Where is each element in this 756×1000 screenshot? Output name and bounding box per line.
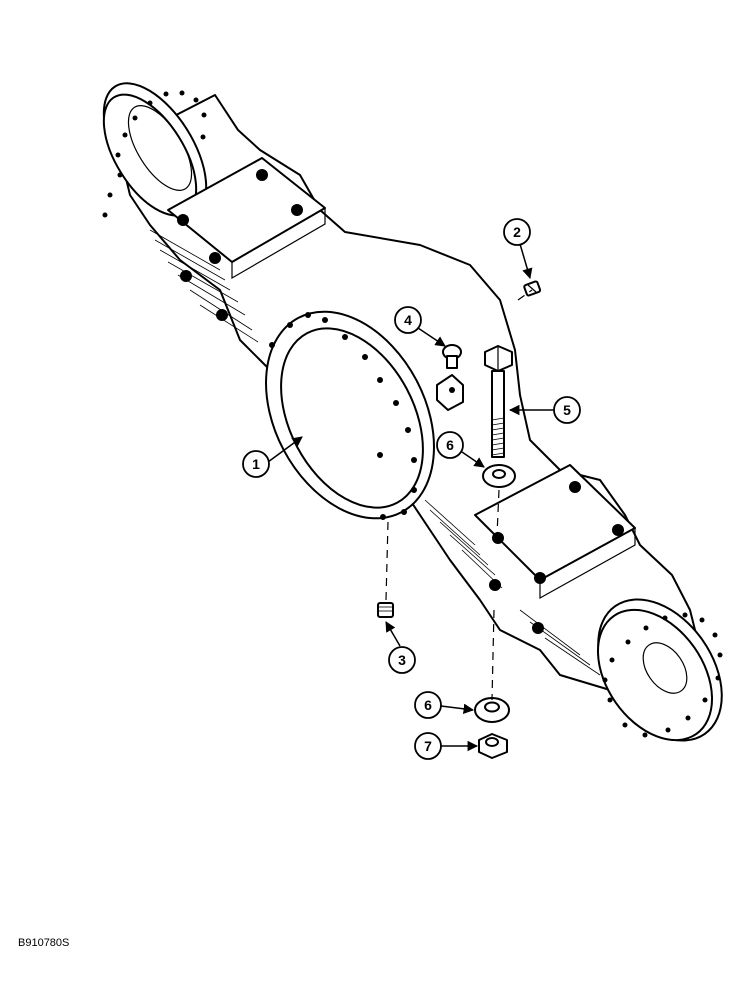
callout-label-6-upper: 6 bbox=[446, 437, 454, 453]
callout-2: 2 bbox=[503, 218, 533, 280]
figure-id: B910780S bbox=[18, 937, 69, 949]
axle-housing-drawing bbox=[102, 82, 723, 742]
callout-5: 5 bbox=[508, 396, 581, 424]
bolt bbox=[484, 345, 513, 458]
plug-top bbox=[523, 280, 542, 297]
plug-bottom bbox=[377, 602, 394, 618]
washer-lower bbox=[474, 697, 510, 723]
callout-3: 3 bbox=[385, 621, 416, 674]
breather bbox=[436, 344, 464, 411]
callout-4: 4 bbox=[394, 306, 446, 347]
shading-left bbox=[149, 229, 259, 343]
assembly-lines bbox=[385, 289, 533, 701]
callout-label-7: 7 bbox=[424, 738, 432, 754]
callout-7: 7 bbox=[414, 732, 479, 760]
callout-6-upper: 6 bbox=[436, 431, 485, 468]
callout-label-3: 3 bbox=[398, 652, 406, 668]
callout-6-lower: 6 bbox=[414, 691, 475, 719]
callout-label-6-lower: 6 bbox=[424, 697, 432, 713]
callout-label-4: 4 bbox=[404, 312, 412, 328]
callout-label-1: 1 bbox=[252, 456, 260, 472]
callout-label-5: 5 bbox=[563, 402, 571, 418]
washer-upper bbox=[482, 464, 516, 488]
nut bbox=[478, 733, 508, 759]
callout-label-2: 2 bbox=[513, 224, 521, 240]
callout-1: 1 bbox=[242, 436, 303, 478]
